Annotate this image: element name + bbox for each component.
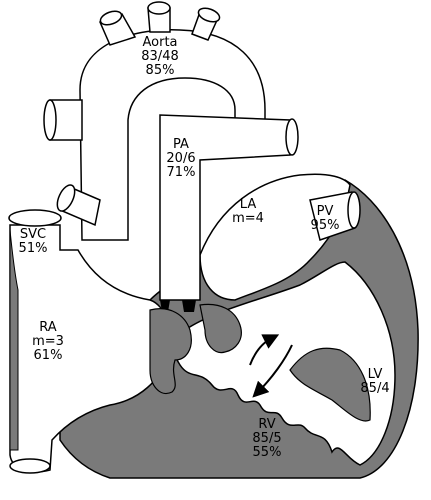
pa-pressure: 20/6	[166, 151, 196, 166]
tricuspid-region	[149, 308, 192, 394]
pa-saturation: 71%	[166, 165, 196, 180]
rv-saturation: 55%	[252, 445, 282, 460]
curved-arrow-down-icon	[252, 344, 293, 398]
aorta-saturation: 85%	[145, 63, 175, 78]
ra-saturation: 61%	[33, 348, 63, 363]
pa-name: PA	[173, 137, 189, 152]
pulmonary-valve	[160, 300, 196, 312]
aorta-label: Aorta 83/48 85%	[141, 36, 178, 78]
ra-label: RA m=3 61%	[32, 321, 64, 363]
svc-label: SVC 51%	[19, 228, 48, 256]
lv-label: LV 85/4	[360, 368, 389, 396]
rv-pressure: 85/5	[252, 431, 282, 446]
pv-name: PV	[316, 204, 334, 219]
pv-saturation: 95%	[310, 218, 340, 233]
svc-name: SVC	[19, 227, 47, 242]
ra-pressure: m=3	[32, 334, 64, 349]
mitral-region	[199, 303, 242, 354]
svc-saturation: 51%	[18, 241, 48, 256]
aorta-pressure: 83/48	[141, 49, 179, 64]
lv-name: LV	[367, 367, 383, 382]
pv-label: PV 95%	[311, 205, 340, 233]
la-name: LA	[239, 197, 257, 212]
septum	[289, 347, 371, 422]
la-label: LA m=4	[232, 198, 264, 226]
ra-wall	[9, 229, 19, 451]
la-pressure: m=4	[232, 211, 264, 226]
curved-arrow-up-icon	[249, 334, 280, 366]
pa-label: PA 20/6 71%	[166, 138, 195, 180]
aortic-arch	[79, 29, 266, 241]
ra-name: RA	[39, 320, 57, 335]
rv-label: RV 85/5 55%	[252, 418, 281, 460]
lv-pressure: 85/4	[360, 381, 390, 396]
aorta-name: Aorta	[142, 35, 178, 50]
rv-name: RV	[258, 417, 276, 432]
